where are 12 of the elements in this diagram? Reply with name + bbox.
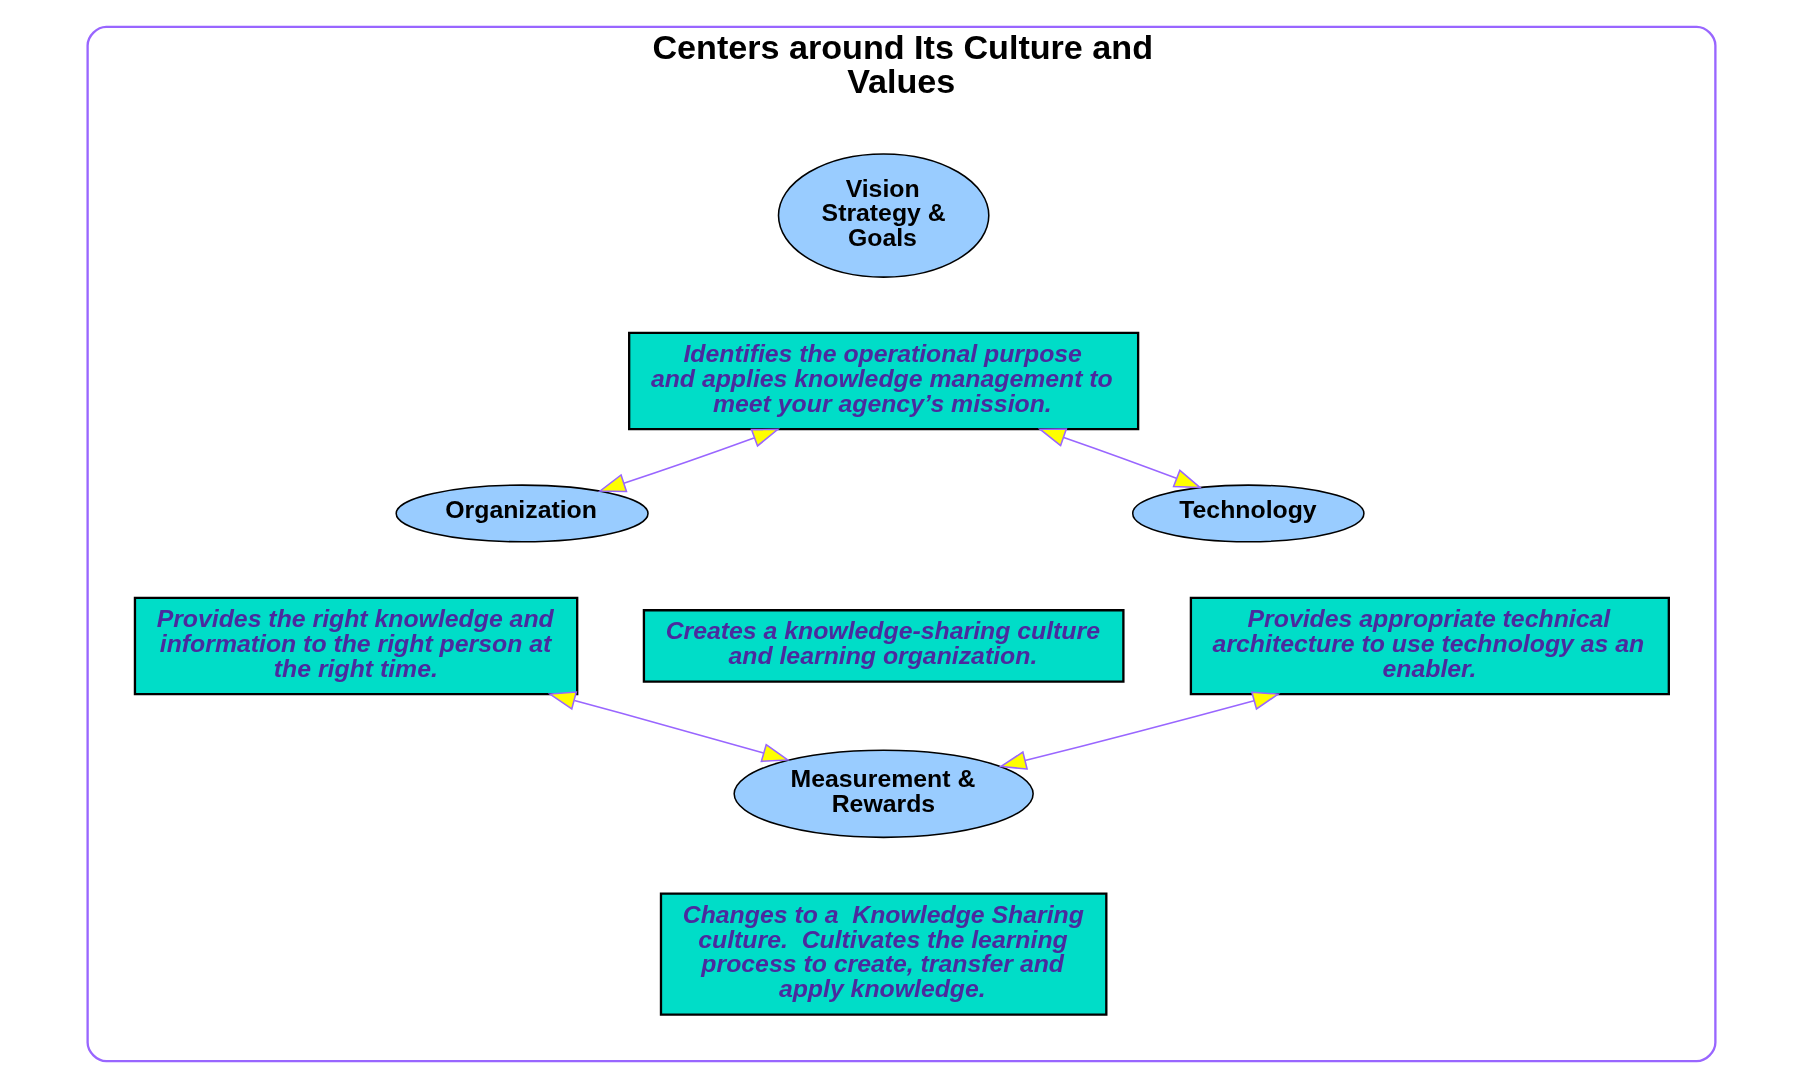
node-ellipse: Technology: [1131, 484, 1365, 543]
node-ellipse: Vision Strategy & Goals: [777, 153, 990, 278]
node-box: Changes to a Knowledge Sharing culture. Cultivates the learning process to create, transfer and apply knowledge.: [659, 892, 1108, 1016]
arrow: [998, 691, 1281, 770]
node-box: Provides appropriate technical architecture to use technology as an enabler.: [1189, 596, 1670, 696]
node-ellipse: Organization: [395, 484, 649, 543]
arrow: [547, 691, 790, 763]
node-box: Creates a knowledge-sharing culture and learning organization.: [642, 609, 1125, 683]
node-box: Identifies the operational purpose and applies knowledge management to meet your agency’s mission.: [628, 331, 1140, 431]
arrow: [597, 428, 781, 493]
node-box: Provides the right knowledge and information to the right person at the right time.: [133, 596, 579, 696]
arrow: [1037, 428, 1203, 489]
